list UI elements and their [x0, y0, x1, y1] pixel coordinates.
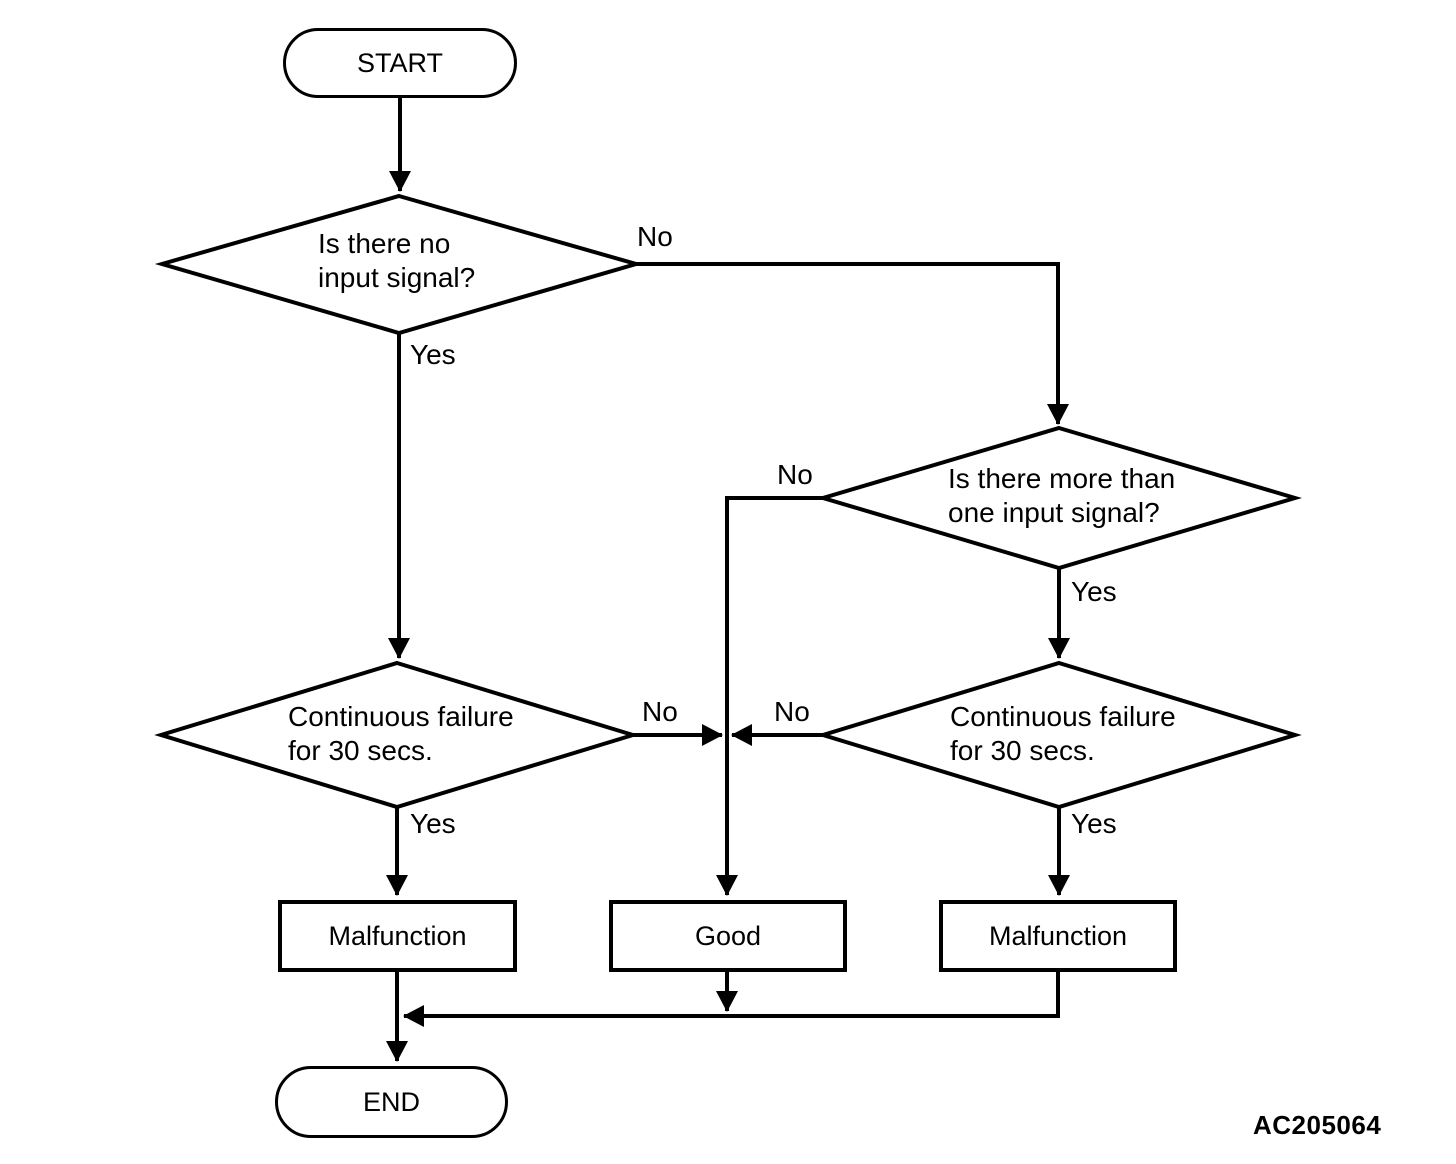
decision-cont-fail-left-shape: [154, 660, 640, 810]
malfunction-left-label: Malfunction: [328, 920, 467, 951]
edge-no-input-no-to-more-than-one: [636, 262, 1069, 425]
decision-no-input-line1: Is there no: [318, 228, 451, 259]
label-cont-fail-right-no: No: [774, 696, 810, 727]
decision-more-than-one-text: Is there more than one input signal?: [948, 462, 1175, 530]
label-no-input-yes: Yes: [410, 339, 456, 370]
decision-no-input-text: Is there no input signal?: [318, 227, 475, 295]
label-cont-fail-left-no: No: [642, 696, 678, 727]
decision-cont-fail-right-text: Continuous failure for 30 secs.: [950, 700, 1176, 768]
figure-code: AC205064: [1253, 1110, 1382, 1140]
decision-more-than-one-shape: [815, 425, 1303, 571]
malfunction-right-label: Malfunction: [988, 920, 1128, 951]
end-node: END: [275, 1066, 508, 1138]
edge-malfunction-right-to-collector: [403, 972, 1060, 1027]
label-cont-fail-left-yes: Yes: [410, 808, 456, 839]
start-label: START: [356, 47, 443, 78]
decision-cont-fail-right-line1: Continuous failure: [950, 701, 1176, 732]
decision-no-input-line2: input signal?: [318, 262, 476, 293]
edge-more-than-one-no-to-good: [716, 496, 823, 896]
malfunction-left-node: Malfunction: [278, 900, 517, 972]
label-more-than-one-no: No: [777, 459, 813, 490]
decision-cont-fail-left-line1: Continuous failure: [288, 701, 514, 732]
decision-no-input-shape: [154, 193, 644, 336]
decision-cont-fail-left-text: Continuous failure for 30 secs.: [288, 700, 514, 768]
decision-more-than-one-line2: one input signal?: [948, 497, 1160, 528]
label-more-than-one-yes: Yes: [1071, 576, 1117, 607]
good-label: Good: [694, 920, 762, 951]
decision-cont-fail-right-line2: for 30 secs.: [950, 735, 1095, 766]
malfunction-right-node: Malfunction: [939, 900, 1177, 972]
good-node: Good: [609, 900, 847, 972]
decision-more-than-one-line1: Is there more than: [948, 463, 1176, 494]
end-label: END: [362, 1086, 420, 1117]
label-no-input-no: No: [637, 221, 673, 252]
start-node: START: [283, 28, 517, 98]
label-cont-fail-right-yes: Yes: [1071, 808, 1117, 839]
decision-cont-fail-left-line2: for 30 secs.: [288, 735, 433, 766]
decision-cont-fail-right-shape: [816, 660, 1302, 810]
